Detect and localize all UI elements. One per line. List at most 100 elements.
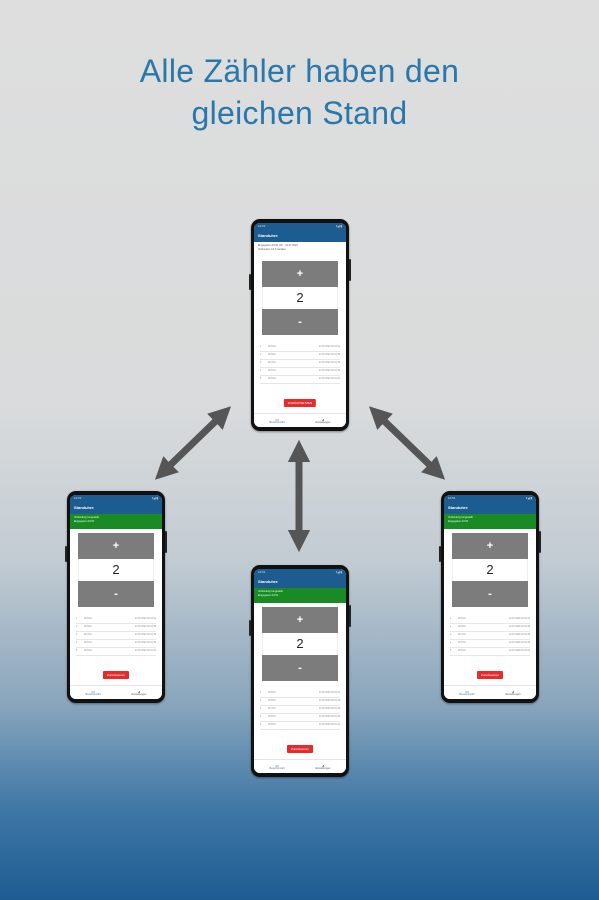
row-timestamp: 12.07.2023 10:51:35 xyxy=(134,634,156,636)
headline-line-2: gleichen Stand xyxy=(191,95,408,131)
arrow-top-left-icon xyxy=(154,406,232,480)
row-timestamp: 12.07.2023 10:51:41 xyxy=(508,618,530,620)
connection-info: Verbindung hergestellt Eingegeben 16:51 xyxy=(254,588,346,603)
nav-label: Besucherzahl xyxy=(269,766,285,770)
reset-button[interactable]: Zurücksetzen xyxy=(286,745,314,753)
row-index: 5 xyxy=(260,378,262,380)
counter-icon: ▭ xyxy=(91,688,95,694)
row-timestamp: 12.07.2023 10:51:21 xyxy=(318,724,340,726)
nav-label: Besucherzahl xyxy=(459,692,475,696)
nav-item-besucherzahl[interactable]: ▭ Besucherzahl xyxy=(85,688,100,696)
increment-button[interactable]: + xyxy=(262,261,338,287)
status-icons: ▾◢ ▮ xyxy=(525,496,532,500)
status-time: 10:51 xyxy=(258,224,266,228)
bottom-navigation: ▭ Besucherzahl ◕ Einstellungen xyxy=(254,413,346,427)
status-bar: 10:51 ▾◢ ▮ xyxy=(254,569,346,576)
nav-label: Einstellungen xyxy=(131,692,147,696)
row-timestamp: 12.07.2023 10:51:30 xyxy=(318,716,340,718)
status-bar: 10:51 ▾◢ ▮ xyxy=(70,495,162,502)
nav-label: Einstellungen xyxy=(505,692,521,696)
counter-icon: ▭ xyxy=(275,416,279,422)
phone-screen: 10:51 ▾◢ ▮ Standuhre Eingegeben 16:51 Uh… xyxy=(254,223,346,427)
decrement-button[interactable]: - xyxy=(78,581,154,607)
row-index: 3 xyxy=(260,362,262,364)
status-icons: ▾◢ ▮ xyxy=(335,570,342,574)
settings-icon: ◕ xyxy=(511,688,515,694)
info-line-1: Verbindung hergestellt xyxy=(258,590,283,593)
row-timestamp: 12.07.2023 10:51:41 xyxy=(318,692,340,694)
status-time: 10:51 xyxy=(258,570,266,574)
nav-item-besucherzahl[interactable]: ▭ Besucherzahl xyxy=(269,416,285,424)
bottom-navigation: ▭ Besucherzahl ◕ Einstellungen xyxy=(70,685,162,699)
row-index: 3 xyxy=(260,708,262,710)
row-index: 5 xyxy=(260,724,262,726)
decrement-button[interactable]: - xyxy=(452,581,528,607)
list-item: 3 00:47:0 12.07.2023 10:51:35 xyxy=(260,360,340,368)
increment-button[interactable]: + xyxy=(452,533,528,559)
nav-item-einstellungen[interactable]: ◕ Einstellungen xyxy=(315,417,331,424)
decrement-button[interactable]: - xyxy=(262,655,338,681)
row-code: 00:57:0 xyxy=(268,370,276,372)
status-icons: ▾◢ ▮ xyxy=(335,224,342,228)
phone-right: 10:51 ▾◢ ▮ Standuhre Verbindung hergeste… xyxy=(439,491,541,703)
info-line-1: Eingegeben 16:51 Uhr · 12.07.2023 xyxy=(258,244,298,247)
row-code: 00:53:0 xyxy=(268,700,276,702)
row-timestamp: 12.07.2023 10:51:30 xyxy=(134,642,156,644)
settings-icon: ◕ xyxy=(321,762,325,768)
row-code: 00:47:0 xyxy=(268,708,276,710)
row-code: 00:47:0 xyxy=(268,362,276,364)
increment-button[interactable]: + xyxy=(262,607,338,633)
row-index: 1 xyxy=(260,346,262,348)
phone-top: 10:51 ▾◢ ▮ Standuhre Eingegeben 16:51 Uh… xyxy=(249,219,351,431)
info-line-1: Verbindung hergestellt xyxy=(448,516,473,519)
increment-button[interactable]: + xyxy=(78,533,154,559)
nav-item-einstellungen[interactable]: ◕ Einstellungen xyxy=(505,688,521,696)
list-item: 3 00:47:0 12.07.2023 10:51:35 xyxy=(260,706,340,714)
nav-item-besucherzahl[interactable]: ▭ Besucherzahl xyxy=(269,763,285,770)
row-timestamp: 12.07.2023 10:51:35 xyxy=(318,362,340,364)
nav-label: Besucherzahl xyxy=(269,420,285,424)
row-timestamp: 12.07.2023 10:51:41 xyxy=(318,346,340,348)
bottom-navigation: ▭ Besucherzahl ◕ Einstellungen xyxy=(444,685,536,699)
counter: + 2 - xyxy=(78,533,154,607)
nav-item-besucherzahl[interactable]: ▭ Besucherzahl xyxy=(459,689,475,696)
row-index: 3 xyxy=(76,634,78,636)
nav-item-einstellungen[interactable]: ◕ Einstellungen xyxy=(131,689,147,696)
phone-screen: 10:51 ▾◢ ▮ Standuhre Verbindung hergeste… xyxy=(444,495,536,699)
counter-value: 2 xyxy=(78,559,154,581)
row-index: 1 xyxy=(450,618,452,620)
row-timestamp: 12.07.2023 10:51:35 xyxy=(318,708,340,710)
counter: + 2 - xyxy=(262,261,338,335)
phone-screen: 10:51 ▾◢ ▮ Standuhre Verbindung hergeste… xyxy=(254,569,346,773)
nav-label: Einstellungen xyxy=(315,420,331,424)
phone-left: 10:51 ▾◢ ▮ Standuhre Verbindung hergeste… xyxy=(65,491,167,703)
info-line-2: Verbunden mit 3 Geräten xyxy=(258,248,286,251)
info-line-1: Verbindung hergestellt xyxy=(74,516,99,519)
decrement-button[interactable]: - xyxy=(262,309,338,335)
nav-label: Einstellungen xyxy=(315,766,331,770)
info-line-2: Eingegeben 16:51 xyxy=(74,520,95,523)
phone-middle: 10:51 ▾◢ ▮ Standuhre Verbindung hergeste… xyxy=(249,565,351,777)
row-timestamp: 12.07.2023 10:51:39 xyxy=(318,354,340,356)
counter-value: 2 xyxy=(262,633,338,655)
counter: + 2 - xyxy=(452,533,528,607)
app-bar-title: Standuhre xyxy=(444,502,536,514)
nav-item-einstellungen[interactable]: ◕ Einstellungen xyxy=(315,762,331,770)
row-index: 5 xyxy=(450,650,452,652)
reset-button[interactable]: Zurücksetzen xyxy=(476,671,504,679)
row-timestamp: 12.07.2023 10:51:39 xyxy=(134,626,156,628)
reset-button[interactable]: ZURÜCKSETZEN xyxy=(283,399,317,407)
reset-button[interactable]: Zurücksetzen xyxy=(102,671,130,679)
